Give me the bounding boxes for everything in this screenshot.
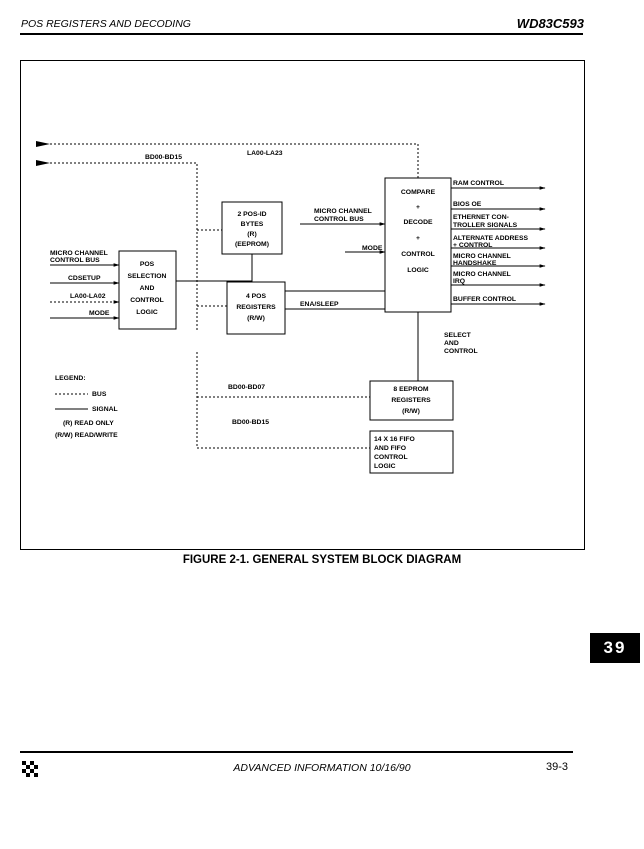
legend-bus: BUS: [92, 391, 107, 398]
page-number: 39-3: [546, 761, 569, 773]
bd-bus-label: BD00-BD15: [145, 154, 182, 161]
bios-oe-label: BIOS OE: [453, 201, 482, 208]
fifo-box: [369, 430, 454, 474]
irq-label: MICRO CHANNEL: [453, 271, 511, 278]
alt-address-label: ALTERNATE ADDRESS: [453, 235, 528, 242]
select-label: CONTROL: [444, 348, 478, 355]
la-bus-label: LA00-LA23: [247, 150, 283, 157]
legend-title: LEGEND:: [55, 375, 86, 382]
pos-sel-text: SELECTION: [128, 273, 167, 280]
company-logo-icon: [22, 761, 38, 777]
pos-regs-text: (R/W): [247, 315, 265, 322]
compare-text: CONTROL: [401, 251, 435, 258]
footer-info: ADVANCED INFORMATION 10/16/90: [233, 762, 411, 774]
la-bus-line: [50, 143, 419, 178]
pos-id-text: 2 POS-ID: [237, 211, 266, 218]
running-header-part: WD83C593: [516, 16, 584, 31]
pos-id-text: (R): [247, 231, 256, 238]
mode-mid-label: MODE: [362, 245, 383, 252]
fifo-text: CONTROL: [374, 454, 408, 461]
eeprom-registers-box: [369, 380, 454, 421]
bd-bus-line: [50, 162, 198, 330]
eeprom-text: 8 EEPROM: [393, 386, 428, 393]
eeprom-text: REGISTERS: [391, 397, 431, 404]
ethernet-label: TROLLER SIGNALS: [453, 222, 518, 229]
ram-control-label: RAM CONTROL: [453, 180, 504, 187]
buffer-control-label: BUFFER CONTROL: [453, 296, 516, 303]
mc-bus-left-label: CONTROL BUS: [50, 257, 100, 264]
compare-text: +: [416, 204, 420, 211]
fifo-text: AND FIFO: [374, 445, 406, 452]
compare-decode-box: [384, 177, 452, 313]
compare-text: COMPARE: [401, 189, 436, 196]
mc-bus-left-label: MICRO CHANNEL: [50, 250, 108, 257]
chapter-tab: 39: [590, 633, 640, 663]
compare-text: +: [416, 235, 420, 242]
fifo-text: 14 X 16 FIFO: [374, 436, 415, 443]
pos-id-text: BYTES: [241, 221, 264, 228]
fifo-text: LOGIC: [374, 463, 396, 470]
figure-frame: [20, 60, 585, 550]
pos-regs-text: REGISTERS: [236, 304, 276, 311]
cdsetup-label: CDSETUP: [68, 275, 101, 282]
ethernet-label: ETHERNET CON-: [453, 214, 509, 221]
ena-sleep-label: ENA/SLEEP: [300, 301, 339, 308]
pos-id-text: (EEPROM): [235, 241, 269, 248]
mc-bus-label: MICRO CHANNEL: [314, 208, 372, 215]
pos-sel-text: AND: [140, 285, 155, 292]
la-low-label: LA00-LA02: [70, 293, 106, 300]
figure-caption: FIGURE 2-1. GENERAL SYSTEM BLOCK DIAGRAM: [182, 554, 462, 566]
legend-signal: SIGNAL: [92, 406, 118, 413]
mode-left-label: MODE: [89, 310, 110, 317]
pos-sel-text: POS: [140, 261, 155, 268]
pos-sel-text: LOGIC: [136, 309, 158, 316]
select-label: SELECT: [444, 332, 472, 339]
eeprom-text: (R/W): [402, 408, 420, 415]
pos-selection-box: [118, 250, 177, 330]
bd15-label: BD00-BD15: [232, 419, 269, 426]
pos-registers-box: [226, 281, 286, 335]
select-label: AND: [444, 340, 459, 347]
compare-text: LOGIC: [407, 267, 429, 274]
compare-text: DECODE: [403, 219, 433, 226]
running-header-section: POS REGISTERS AND DECODING: [21, 18, 191, 30]
bd07-label: BD00-BD07: [228, 384, 265, 391]
footer-rule: [20, 751, 573, 753]
mc-bus-label: CONTROL BUS: [314, 216, 364, 223]
handshake-label: MICRO CHANNEL: [453, 253, 511, 260]
header-rule: [20, 33, 583, 35]
legend-read-write: (R/W) READ/WRITE: [55, 432, 118, 439]
irq-label: IRQ: [453, 278, 465, 285]
pos-regs-text: 4 POS: [246, 293, 266, 300]
pos-sel-text: CONTROL: [130, 297, 164, 304]
handshake-label: HANDSHAKE: [453, 260, 497, 267]
legend-read-only: (R) READ ONLY: [63, 420, 114, 427]
alt-address-label: + CONTROL: [453, 242, 492, 249]
